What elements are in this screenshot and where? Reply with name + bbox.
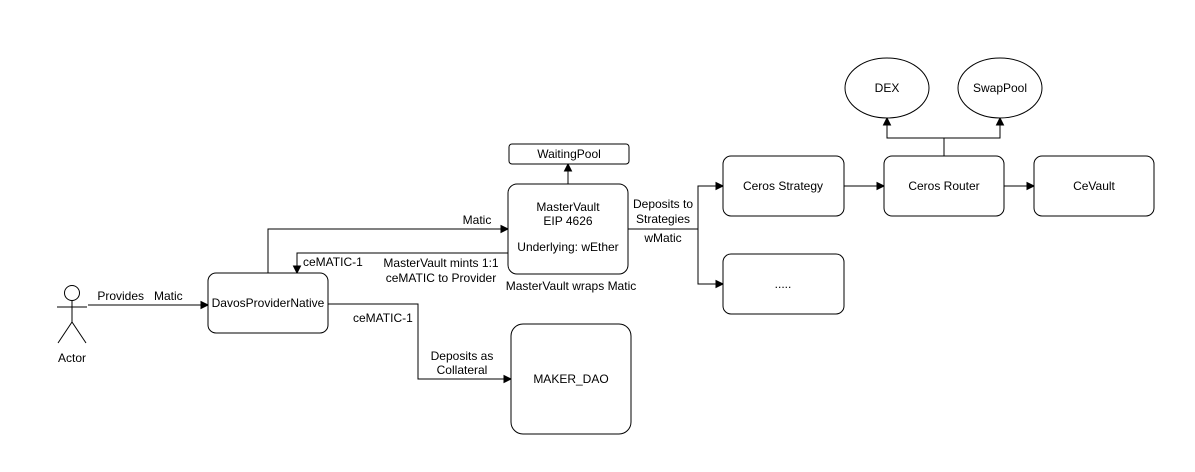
arrowhead-router	[876, 181, 886, 191]
ceros-strategy-node	[722, 155, 845, 217]
arrowhead-ceros-strategy	[715, 181, 725, 191]
edge-label-wmatic: wMatic	[643, 231, 681, 245]
arrowhead-makerdao	[503, 374, 513, 384]
arrowhead-waitingpool	[563, 162, 573, 172]
actor-head	[64, 285, 80, 301]
edge-label-mints-line2: ceMATIC to Provider	[386, 271, 496, 285]
arrowhead-provider-top	[292, 265, 302, 275]
makerdao-label: MAKER_DAO	[533, 372, 608, 386]
ceros-router-node	[883, 155, 1005, 217]
mastervault-title: MasterVault	[536, 200, 600, 214]
edge-label-cematic-down: ceMATIC-1	[353, 311, 413, 325]
mastervault-underlying: Underlying: wEther	[517, 240, 618, 254]
edge-label-cematic-back: ceMATIC-1	[303, 255, 363, 269]
arrowhead-swappool	[995, 116, 1005, 126]
makerdao-node	[510, 323, 632, 435]
edge-router-to-swappool	[944, 125, 1001, 139]
arrowhead-mastervault	[500, 224, 510, 234]
waitingpool-label: WaitingPool	[537, 147, 601, 161]
edge-label-deposits-strategies-line2: Strategies	[636, 212, 690, 226]
arrowhead-other-strategy	[715, 279, 725, 289]
actor-leg-left	[57, 321, 73, 344]
provider-label: DavosProviderNative	[212, 296, 325, 310]
edge-mastervault-to-provider	[296, 252, 508, 266]
edge-label-deposits-strategies-line1: Deposits to	[633, 197, 693, 211]
edge-label-provides: Provides Matic	[97, 289, 182, 303]
edge-label-wraps: MasterVault wraps Matic	[506, 279, 636, 293]
dex-label: DEX	[875, 81, 900, 95]
ceros-strategy-label: Ceros Strategy	[743, 179, 823, 193]
actor-leg-right	[71, 321, 87, 344]
edge-provider-to-makerdao	[328, 303, 504, 380]
actor-label: Actor	[58, 351, 86, 365]
edge-split-to-ceros-strategy	[697, 185, 716, 229]
cevault-node	[1033, 155, 1155, 217]
ceros-router-label: Ceros Router	[908, 179, 979, 193]
arrowhead-dex	[882, 116, 892, 126]
cevault-label: CeVault	[1073, 179, 1115, 193]
edge-label-collateral-line1: Deposits as	[431, 349, 494, 363]
arrowhead-provider	[200, 300, 210, 310]
edge-label-mints-line1: MasterVault mints 1:1	[383, 256, 498, 270]
edge-label-matic: Matic	[463, 213, 492, 227]
edge-router-to-dex	[886, 125, 944, 139]
mastervault-subtitle: EIP 4626	[543, 214, 592, 228]
swappool-label: SwapPool	[973, 81, 1027, 95]
other-strategy-node	[722, 253, 845, 315]
arrowhead-cevault	[1026, 181, 1036, 191]
provider-node	[207, 272, 329, 334]
swappool-node	[957, 57, 1043, 119]
edge-split-to-other-strategy	[697, 229, 716, 285]
waitingpool-node	[508, 143, 630, 165]
dex-node	[844, 57, 930, 119]
mastervault-node	[507, 183, 629, 275]
actor-figure	[57, 285, 87, 344]
edge-provider-to-mastervault	[267, 228, 501, 273]
edge-label-collateral-line2: Collateral	[437, 363, 488, 377]
other-strategy-label: .....	[775, 277, 792, 291]
edges	[88, 116, 1036, 384]
